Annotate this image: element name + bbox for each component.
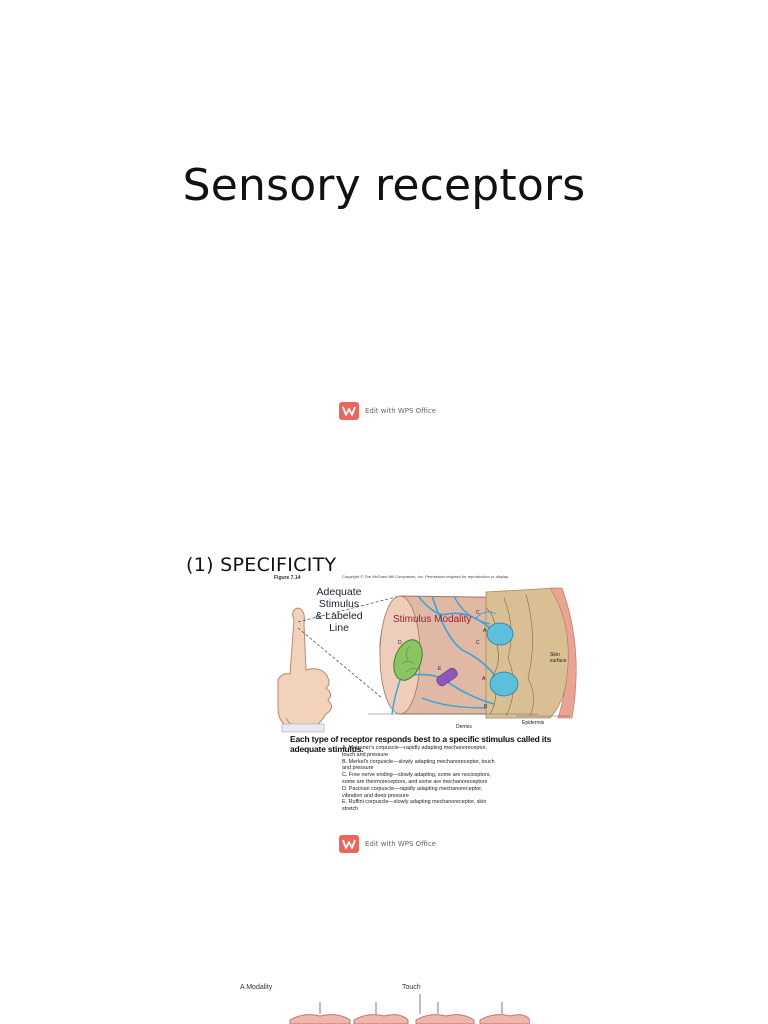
legend-line: D. Pacinian corpuscle—rapidly adapting m… <box>342 785 483 792</box>
modality-label: A Modality <box>240 984 273 991</box>
copyright-note: Copyright © The McGraw-Hill Companies, I… <box>342 574 509 579</box>
wps-edit-label: Edit with WPS Office <box>365 407 437 415</box>
label-e: E <box>438 666 442 672</box>
wps-edit-badge-1[interactable]: Edit with WPS Office <box>339 402 436 420</box>
label-c-top: C <box>476 610 480 616</box>
legend-line: vibration and deep pressure <box>342 792 409 799</box>
label-epidermis: Epidermis <box>522 720 545 726</box>
label-b: B <box>484 704 488 710</box>
touch-label: Touch <box>402 984 421 991</box>
wps-edit-label: Edit with WPS Office <box>365 840 437 848</box>
legend-line: touch and pressure <box>342 751 389 758</box>
label-skin: Skin <box>550 652 560 658</box>
legend-line: stretch <box>342 806 359 813</box>
legend-line: some are thermoreceptors, and some are m… <box>342 778 488 785</box>
legend-line: A. Meissner's corpuscle—rapidly adapting… <box>342 745 487 751</box>
figure-label: Figure 7.14 <box>274 575 301 581</box>
legend-line: and pressure <box>342 765 374 772</box>
finger-hand-illustration <box>277 607 332 733</box>
figure-caption: Each type of receptor responds best to a… <box>290 734 552 754</box>
stimulus-modality-label: Stimulus Modality <box>393 614 472 625</box>
legend-line: E. Ruffini corpuscle—slowly adapting mec… <box>342 799 487 806</box>
label-dermis: Dermis <box>456 724 472 730</box>
label-surface: surface <box>550 658 567 664</box>
legend-line: B. Merkel's corpuscle—slowly adapting me… <box>342 758 495 765</box>
label-a-lower: A <box>482 676 486 682</box>
wps-logo-icon <box>339 402 359 420</box>
specificity-slide: (1) SPECIFICITY Figure 7.14 Copyright © … <box>186 548 582 823</box>
skin-receptor-diagram <box>277 587 577 733</box>
slide-heading: (1) SPECIFICITY <box>186 554 337 576</box>
label-d: D <box>398 640 402 646</box>
adequate-stimulus-callout: Adequate Stimulus & Labeled Line <box>315 586 363 634</box>
page-title: Sensory receptors <box>182 160 586 211</box>
wps-edit-badge-2[interactable]: Edit with WPS Office <box>339 835 436 853</box>
wps-logo-icon <box>339 835 359 853</box>
modality-slide-preview: A Modality Touch <box>230 980 530 1024</box>
label-c-upper: C <box>476 640 480 646</box>
meissner-corpuscle-lower <box>489 671 519 697</box>
skin-sections-preview <box>289 994 530 1024</box>
meissner-corpuscle-upper <box>486 622 514 646</box>
ruffini-corpuscle <box>436 667 458 687</box>
legend-line: C. Free nerve ending—slowly adapting, so… <box>342 772 491 779</box>
label-a-upper: A <box>483 628 487 634</box>
receptor-legend: A. Meissner's corpuscle—rapidly adapting… <box>342 745 532 813</box>
